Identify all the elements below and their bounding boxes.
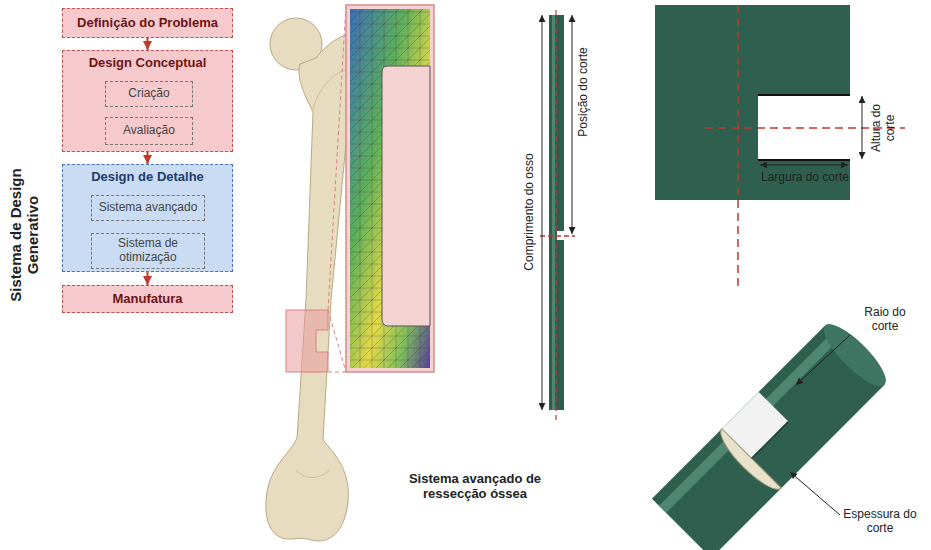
- system-title-text: Sistema de Design Generativo: [7, 168, 41, 301]
- cut-detail: [655, 5, 905, 290]
- dimension-label-text: Raio do corte: [864, 305, 905, 333]
- flow-arrow: [147, 152, 149, 164]
- dimension-label-text: Comprimento do osso: [522, 153, 536, 270]
- system-title: Sistema de Design Generativo: [7, 160, 42, 310]
- box-text: Criação: [128, 87, 169, 101]
- stage-box: Design ConceptualCriaçãoAvaliação: [62, 50, 233, 152]
- figure-caption: Sistema avançado de ressecção óssea: [400, 472, 550, 502]
- box-text: Definição do Problema: [77, 16, 218, 31]
- box-text: Avaliação: [123, 124, 175, 138]
- step-box: Criação: [105, 81, 193, 107]
- dimension-label: Posição do corte: [577, 47, 591, 136]
- dimension-label-text: Altura do corte: [869, 104, 897, 152]
- dimension-label-text: Posição do corte: [576, 47, 590, 136]
- flow-arrow: [147, 38, 149, 50]
- dimension-label: Espessura do corte: [842, 508, 918, 536]
- flow-arrow: [147, 272, 149, 285]
- box-text: Manufatura: [112, 292, 182, 307]
- stage-heading: Design de Detalhe: [67, 170, 228, 185]
- stage-box: Design de DetalheSistema avançadoSistema…: [62, 164, 233, 272]
- dimension-label-text: Largura do corte: [761, 170, 849, 184]
- dimension-label: Largura do corte: [760, 171, 850, 185]
- dimension-label: Comprimento do osso: [523, 153, 537, 270]
- stage-heading: Design Conceptual: [67, 56, 228, 71]
- step-box: Sistema de otimização: [91, 233, 205, 269]
- figure-caption-text: Sistema avançado de ressecção óssea: [409, 471, 541, 501]
- step-box: Avaliação: [105, 117, 193, 145]
- dimension-label-text: Espessura do corte: [843, 507, 916, 535]
- step-box: Sistema avançado: [91, 195, 205, 221]
- box-text: Sistema de otimização: [96, 237, 200, 265]
- bone-bar: [540, 10, 575, 420]
- stage-box: Definição do Problema: [62, 8, 233, 38]
- mesh-zoom: [346, 5, 434, 372]
- box-text: Sistema avançado: [99, 201, 198, 215]
- dimension-label: Altura do corte: [870, 96, 898, 160]
- dimension-label: Raio do corte: [852, 306, 918, 334]
- stage-box: Manufatura: [62, 285, 233, 313]
